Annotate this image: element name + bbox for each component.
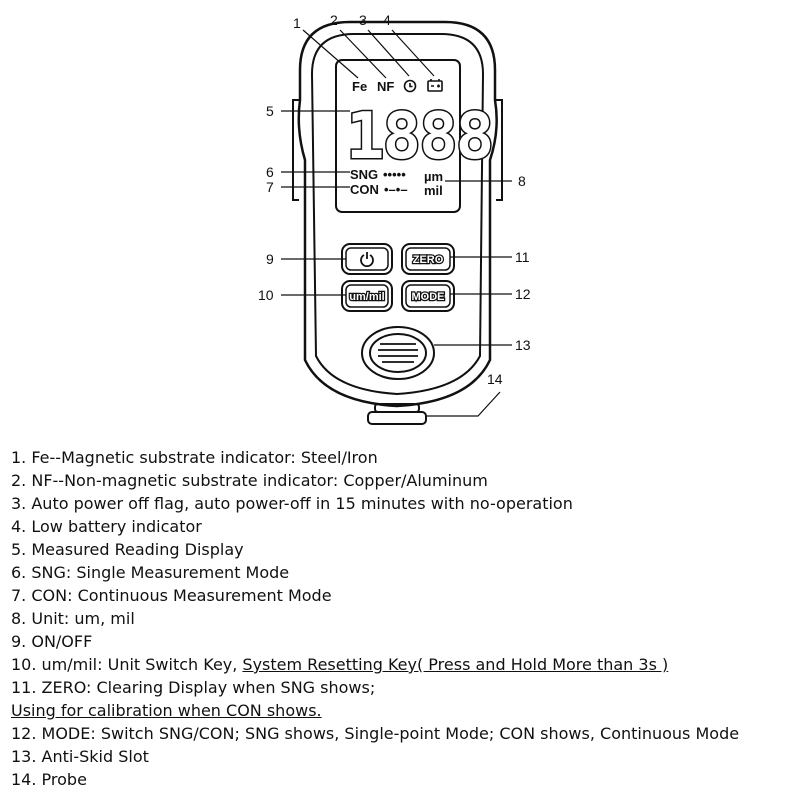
anti-skid-slot (361, 326, 435, 380)
callout-10: 10 (258, 287, 274, 303)
callout-1: 1 (293, 15, 301, 31)
device-diagram: Fe NF 1888 SNG ••••• µm CON •–•– mil ZER… (258, 12, 531, 425)
legend-item-14: 14. Probe (11, 770, 87, 789)
legend-item-10: 10. um/mil: Unit Switch Key, System Rese… (11, 653, 796, 676)
callout-5: 5 (266, 103, 274, 119)
callout-3: 3 (359, 12, 367, 28)
callout-8: 8 (518, 173, 526, 189)
legend-item-13: 13. Anti-Skid Slot (11, 747, 149, 766)
power-button[interactable] (341, 243, 393, 275)
reading-display: 1888 (346, 100, 492, 174)
lcd-screen (335, 59, 461, 213)
legend-item-11-continued: Using for calibration when CON shows. (11, 701, 322, 720)
legend-item-12: 12. MODE: Switch SNG/CON; SNG shows, Sin… (11, 724, 740, 743)
sng-dots: ••••• (383, 167, 406, 182)
callout-4: 4 (383, 12, 391, 28)
legend-item-1: 1. Fe--Magnetic substrate indicator: Ste… (11, 448, 378, 467)
battery-icon (427, 79, 443, 92)
callout-6: 6 (266, 164, 274, 180)
callout-9: 9 (266, 251, 274, 267)
legend-item-11: 11. ZERO: Clearing Display when SNG show… (11, 678, 376, 697)
zero-button-label: ZERO (413, 254, 444, 266)
legend-item-10-text: 10. um/mil: Unit Switch Key, (11, 655, 243, 674)
legend-item-3: 3. Auto power off flag, auto power-off i… (11, 494, 573, 513)
callout-11: 11 (515, 249, 530, 265)
nf-indicator: NF (377, 79, 394, 94)
callout-14: 14 (487, 371, 503, 387)
clock-icon (403, 79, 417, 93)
legend-item-2: 2. NF--Non-magnetic substrate indicator:… (11, 471, 488, 490)
callout-2: 2 (330, 12, 338, 28)
zero-button[interactable]: ZERO (401, 243, 455, 275)
unit-um: µm (424, 169, 443, 184)
legend-item-6: 6. SNG: Single Measurement Mode (11, 563, 290, 582)
power-icon (360, 252, 374, 268)
device-body (292, 20, 503, 408)
legend-item-8: 8. Unit: um, mil (11, 609, 135, 628)
legend-item-7: 7. CON: Continuous Measurement Mode (11, 586, 332, 605)
callout-lines (281, 29, 512, 417)
unit-button-label: um/mil (349, 291, 384, 303)
legend-item-9: 9. ON/OFF (11, 632, 93, 651)
sng-indicator: SNG (350, 167, 378, 182)
mode-button-label: MODE (412, 291, 445, 303)
fe-indicator: Fe (352, 79, 367, 94)
con-indicator: CON (350, 182, 379, 197)
legend-item-4: 4. Low battery indicator (11, 517, 202, 536)
callout-12: 12 (515, 286, 531, 302)
unit-mil: mil (424, 183, 443, 198)
callout-13: 13 (515, 337, 531, 353)
legend: 1. Fe--Magnetic substrate indicator: Ste… (11, 446, 796, 791)
con-dots: •–•– (384, 182, 408, 197)
mode-button[interactable]: MODE (401, 280, 455, 312)
probe (367, 403, 427, 425)
legend-item-10-underlined: System Resetting Key( Press and Hold Mor… (242, 655, 669, 674)
callout-7: 7 (266, 179, 274, 195)
unit-button[interactable]: um/mil (341, 280, 393, 312)
legend-item-5: 5. Measured Reading Display (11, 540, 244, 559)
